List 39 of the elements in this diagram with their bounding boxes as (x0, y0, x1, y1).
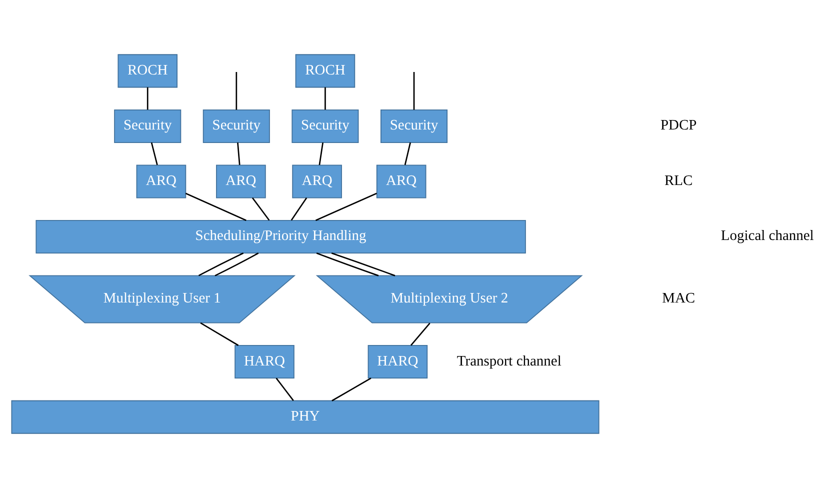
node-box: HARQ (234, 344, 294, 378)
connector (200, 322, 239, 346)
node-box: PHY (11, 400, 600, 434)
connector (150, 142, 158, 165)
node-box: Security (202, 108, 270, 142)
connector (252, 196, 270, 220)
label: PDCP (660, 117, 697, 134)
label: MAC (662, 290, 696, 306)
connector (146, 86, 148, 110)
label: Logical channel (720, 228, 814, 244)
node-box: ROCH (118, 54, 178, 88)
connector (237, 142, 240, 165)
node-box: HARQ (368, 344, 428, 378)
connector (276, 377, 294, 400)
connector (318, 142, 324, 165)
node-box: ARQ (292, 164, 342, 198)
connector (198, 252, 244, 276)
connector (413, 72, 415, 110)
connector (410, 322, 430, 346)
connector (290, 196, 308, 220)
node-box: ROCH (295, 54, 356, 88)
node-box: Scheduling/Priority Handling (36, 219, 526, 254)
label: RLC (664, 172, 693, 188)
connector (404, 142, 411, 165)
node-box: Security (292, 108, 359, 142)
label: Transport channel (456, 352, 562, 369)
node-box: Security (114, 108, 182, 142)
node-box: ARQ (376, 164, 426, 198)
node-box: ARQ (136, 164, 186, 198)
connector (236, 72, 238, 110)
connector (316, 252, 379, 276)
connector (214, 252, 259, 276)
connector (185, 192, 246, 220)
connector (332, 377, 372, 401)
connector (331, 252, 396, 276)
node-box: Security (380, 108, 448, 142)
connector (324, 86, 326, 110)
node-box: ARQ (216, 164, 266, 198)
connector (315, 192, 377, 220)
